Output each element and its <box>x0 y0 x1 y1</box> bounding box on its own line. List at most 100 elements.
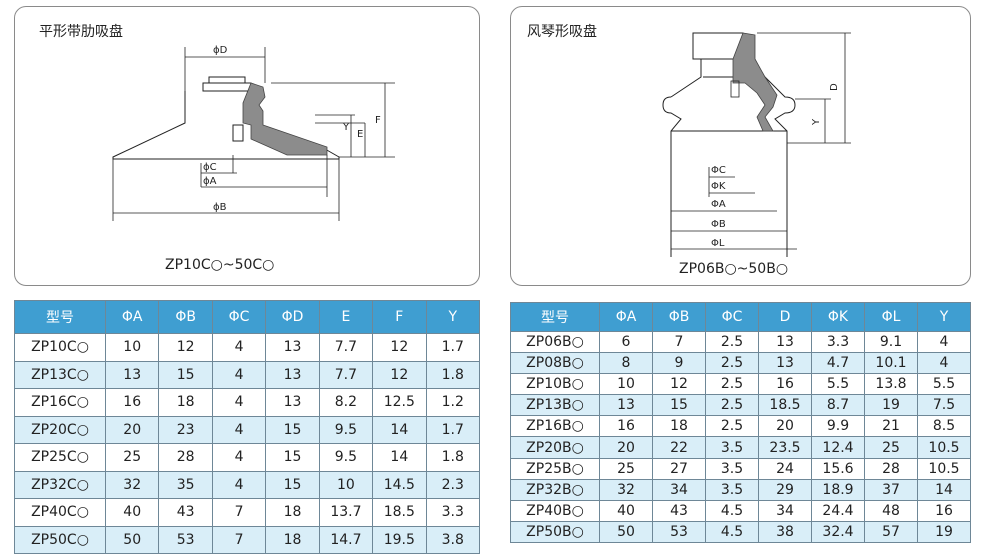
value-cell: 25 <box>864 436 918 459</box>
value-cell: 7 <box>211 525 267 554</box>
value-cell: 38 <box>758 520 812 543</box>
column-header: ΦB <box>158 300 213 334</box>
value-cell: 28 <box>158 443 213 472</box>
flat-cup-drawing: ϕD ϕC ϕA ϕB Y E F <box>112 45 395 221</box>
value-cell: 2.3 <box>425 470 481 499</box>
value-cell: 13 <box>104 360 160 389</box>
value-cell: 37 <box>864 478 918 501</box>
value-cell: 9 <box>652 352 706 375</box>
value-cell: 10 <box>599 373 653 396</box>
value-cell: 53 <box>158 525 213 554</box>
value-cell: 10 <box>104 333 160 362</box>
value-cell: 8.2 <box>318 388 374 417</box>
value-cell: 27 <box>652 457 706 480</box>
bellows-cup-drawing: ΦC ΦK ΦA ΦB ΦL D Y <box>662 32 851 257</box>
value-cell: 2.5 <box>705 394 759 417</box>
value-cell: 14.5 <box>372 470 427 499</box>
value-cell: 4 <box>211 333 267 362</box>
value-cell: 12 <box>158 333 213 362</box>
model-cell: ZP40C○ <box>14 498 106 527</box>
value-cell: 13.7 <box>318 498 374 527</box>
value-cell: 1.8 <box>425 443 481 472</box>
bellows-cup-title: 风琴形吸盘 <box>527 24 597 40</box>
model-cell: ZP08B○ <box>510 352 600 375</box>
model-cell: ZP25B○ <box>510 457 600 480</box>
value-cell: 3.3 <box>425 498 481 527</box>
value-cell: 34 <box>652 478 706 501</box>
value-cell: 1.7 <box>425 333 481 362</box>
value-cell: 4 <box>211 415 267 444</box>
value-cell: 3.3 <box>811 330 865 354</box>
value-cell: 57 <box>864 520 918 543</box>
value-cell: 12 <box>652 373 706 396</box>
value-cell: 18 <box>158 388 213 417</box>
value-cell: 10 <box>318 470 374 499</box>
value-cell: 16 <box>917 499 971 522</box>
value-cell: 4 <box>917 330 971 354</box>
column-header: 型号 <box>510 302 600 332</box>
value-cell: 29 <box>758 478 812 501</box>
value-cell: 32 <box>599 478 653 501</box>
value-cell: 34 <box>758 499 812 522</box>
value-cell: 8.7 <box>811 394 865 417</box>
model-cell: ZP32B○ <box>510 478 600 501</box>
value-cell: 9.5 <box>318 443 374 472</box>
column-header: ΦA <box>599 302 653 332</box>
value-cell: 18.5 <box>758 394 812 417</box>
value-cell: 10.5 <box>917 457 971 480</box>
value-cell: 28 <box>864 457 918 480</box>
column-header: ΦL <box>864 302 918 332</box>
phi-a-label: ϕA <box>203 176 217 187</box>
value-cell: 8.5 <box>917 415 971 438</box>
model-cell: ZP16B○ <box>510 415 600 438</box>
value-cell: 21 <box>864 415 918 438</box>
value-cell: 7 <box>652 330 706 354</box>
value-cell: 15 <box>265 470 320 499</box>
value-cell: 15 <box>265 415 320 444</box>
value-cell: 5.5 <box>917 373 971 396</box>
value-cell: 9.5 <box>318 415 374 444</box>
value-cell: 1.7 <box>425 415 481 444</box>
value-cell: 50 <box>599 520 653 543</box>
value-cell: 24.4 <box>811 499 865 522</box>
value-cell: 48 <box>864 499 918 522</box>
value-cell: 23.5 <box>758 436 812 459</box>
value-cell: 12 <box>372 360 427 389</box>
table-header-row: 型号 ΦA ΦB ΦC D ΦK ΦL Y <box>510 302 971 332</box>
value-cell: 9.9 <box>811 415 865 438</box>
phi-d-label: ϕD <box>213 45 228 56</box>
column-header: E <box>318 300 374 334</box>
value-cell: 4.5 <box>705 499 759 522</box>
value-cell: 13 <box>599 394 653 417</box>
column-header: ΦC <box>211 300 267 334</box>
value-cell: 18.5 <box>372 498 427 527</box>
value-cell: 15 <box>652 394 706 417</box>
value-cell: 7 <box>211 498 267 527</box>
bellows-cup-caption: ZP06B○~50B○ <box>679 261 789 277</box>
value-cell: 18 <box>652 415 706 438</box>
value-cell: 15 <box>265 443 320 472</box>
y-label: Y <box>811 118 822 126</box>
value-cell: 22 <box>652 436 706 459</box>
column-header: ΦB <box>652 302 706 332</box>
phi-k-label: ΦK <box>711 181 726 192</box>
model-cell: ZP06B○ <box>510 330 600 354</box>
value-cell: 1.8 <box>425 360 481 389</box>
value-cell: 7.7 <box>318 333 374 362</box>
value-cell: 13.8 <box>864 373 918 396</box>
value-cell: 43 <box>652 499 706 522</box>
value-cell: 14 <box>372 415 427 444</box>
value-cell: 20 <box>599 436 653 459</box>
value-cell: 15 <box>158 360 213 389</box>
